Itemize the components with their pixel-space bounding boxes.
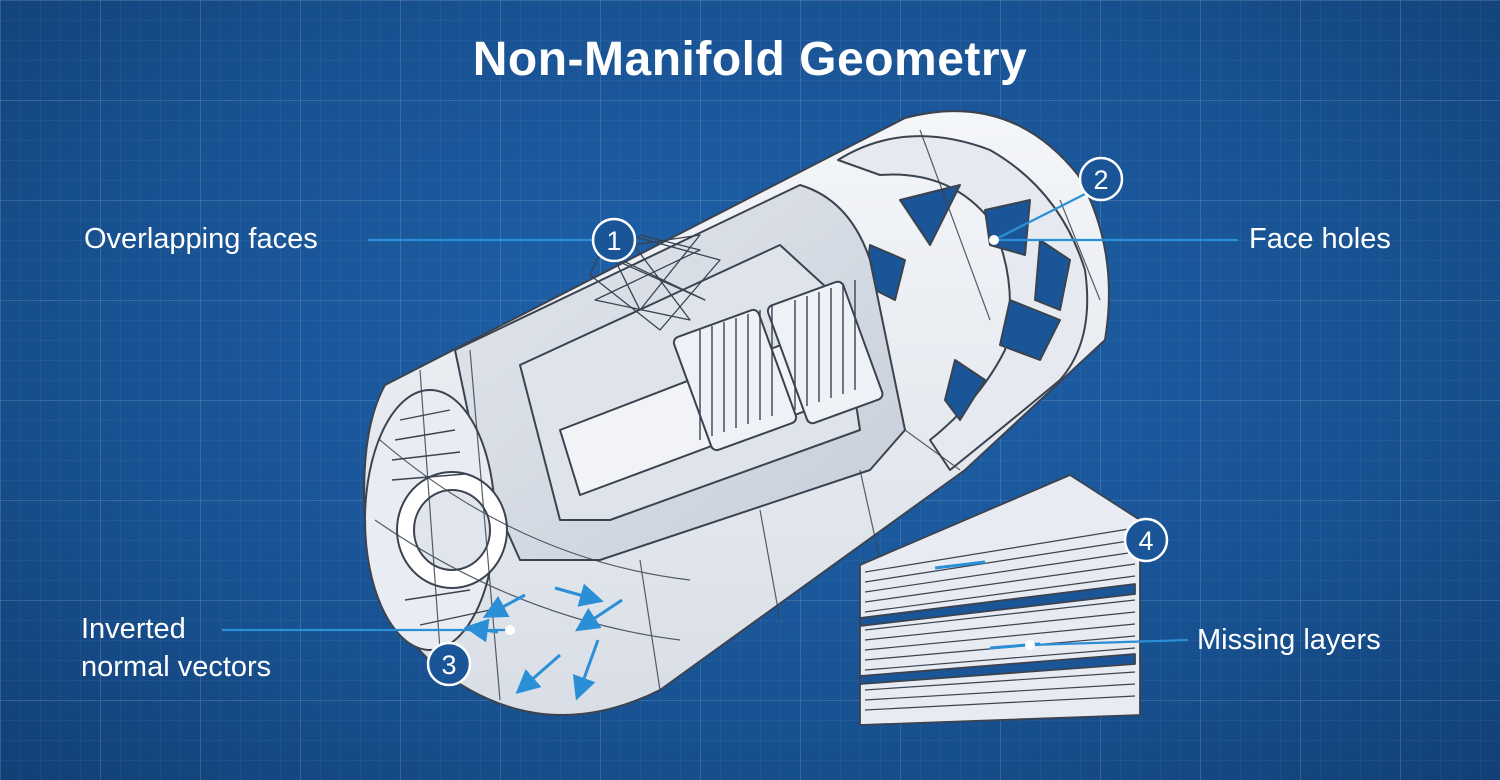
overlapping-faces-mesh xyxy=(589,229,721,331)
callout-number-3: 3 xyxy=(441,650,456,680)
callout-number-1: 1 xyxy=(606,226,621,256)
callout-badge-2: 2 xyxy=(1078,156,1124,202)
face-hole-dot xyxy=(989,235,999,245)
missing-layers-dot xyxy=(1025,640,1035,650)
callout-number-4: 4 xyxy=(1138,526,1153,556)
label-face-holes: Face holes xyxy=(1249,223,1391,255)
engine-cylinder xyxy=(363,110,1110,716)
callout-badge-3: 3 xyxy=(426,641,472,687)
layered-wedge-model xyxy=(859,474,1141,726)
leader-lines xyxy=(222,192,1238,647)
label-normal-vectors: normal vectors xyxy=(81,651,272,683)
diagram-title: Non-Manifold Geometry xyxy=(472,33,1028,86)
callout-badge-1: 1 xyxy=(591,217,637,263)
label-overlapping-faces: Overlapping faces xyxy=(84,223,318,255)
inverted-normal-arrows xyxy=(464,583,623,701)
label-inverted: Inverted xyxy=(81,613,186,645)
callout-badge-4: 4 xyxy=(1123,517,1169,563)
label-missing-layers: Missing layers xyxy=(1197,624,1381,656)
callout-number-2: 2 xyxy=(1093,165,1108,195)
normals-dot xyxy=(505,625,515,635)
